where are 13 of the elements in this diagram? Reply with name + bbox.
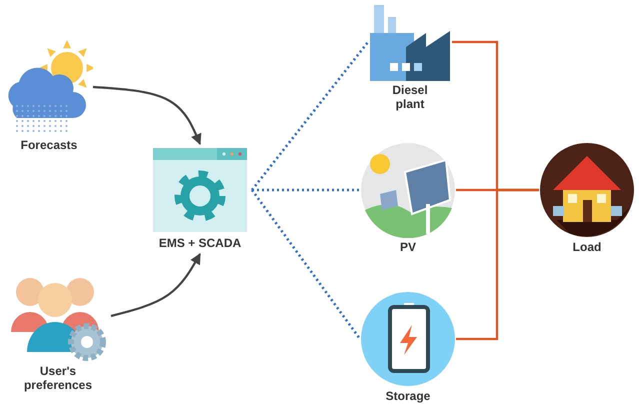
arrow — [92, 86, 202, 146]
arrow — [110, 253, 201, 318]
node-label: Load — [572, 240, 602, 254]
node-label: Diesel plant — [391, 83, 429, 111]
connector-line — [250, 41, 370, 191]
node-label: EMS + SCADA — [158, 236, 242, 250]
node-label: Storage — [384, 389, 432, 403]
node-label: User's preferences — [22, 364, 94, 392]
node-label: PV — [398, 240, 417, 254]
connector-line — [456, 188, 539, 340]
connector-line — [252, 188, 360, 192]
connector-line — [250, 189, 362, 340]
node-label: Forecasts — [20, 138, 78, 152]
